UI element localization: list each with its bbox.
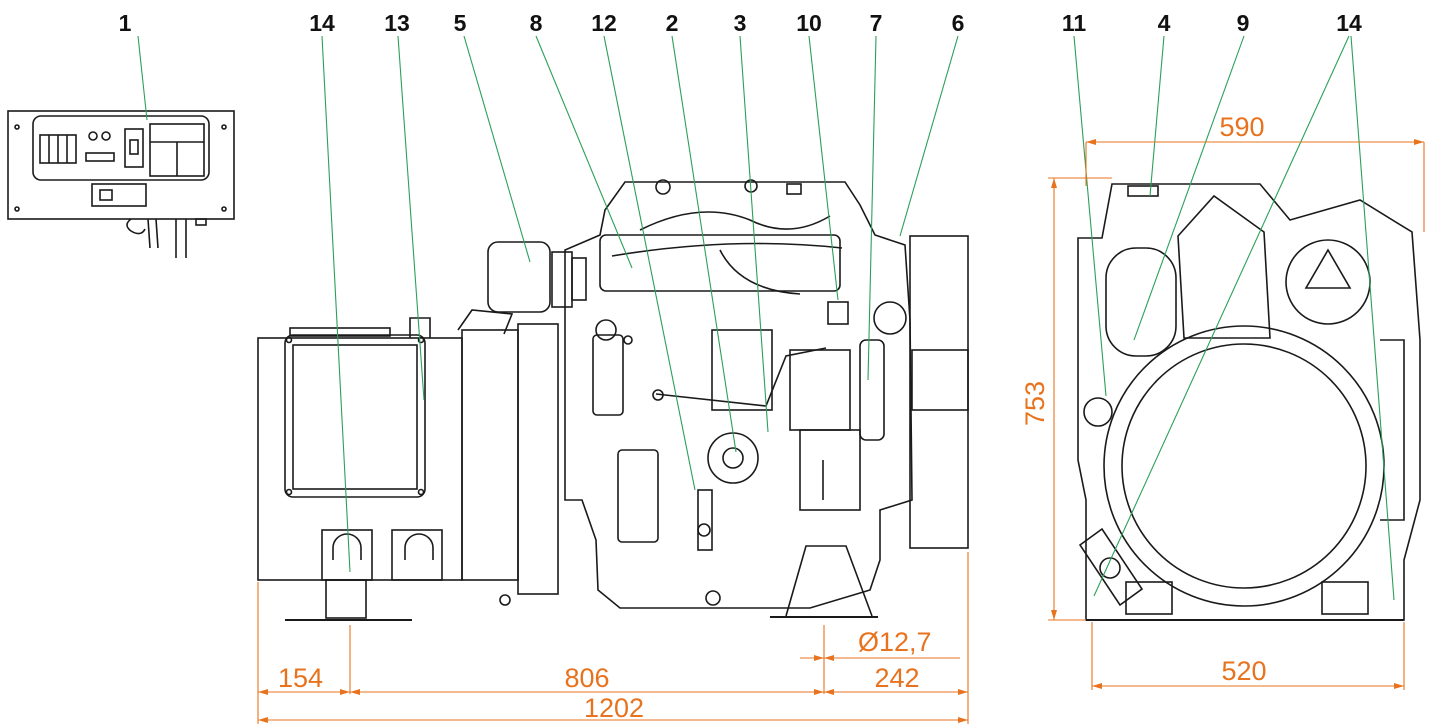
callout-7: 7 <box>869 10 883 36</box>
dimension-1202: 1202 <box>583 693 645 723</box>
dimension-806: 806 <box>564 663 610 693</box>
callout-9: 9 <box>1236 10 1250 36</box>
dimension-hole-diameter: Ø12,7 <box>858 627 932 657</box>
callout-14-left: 14 <box>309 10 335 36</box>
callout-6: 6 <box>951 10 965 36</box>
callout-5: 5 <box>453 10 467 36</box>
callout-3: 3 <box>733 10 747 36</box>
leader-lines <box>137 35 1395 601</box>
dimension-arrows <box>258 139 1424 723</box>
callout-13: 13 <box>384 10 410 36</box>
dimension-520: 520 <box>1221 656 1267 686</box>
callout-2: 2 <box>665 10 679 36</box>
alternator-side <box>257 309 559 621</box>
engine-side <box>487 179 969 618</box>
dimension-590: 590 <box>1219 112 1265 142</box>
dimension-154: 154 <box>278 663 324 693</box>
control-panel <box>7 110 235 258</box>
callout-11: 11 <box>1061 10 1087 36</box>
engine-front <box>1077 183 1421 621</box>
dimension-lines <box>257 141 1425 724</box>
dimension-242: 242 <box>874 663 920 693</box>
callout-8: 8 <box>529 10 543 36</box>
callout-10: 10 <box>796 10 822 36</box>
callout-4: 4 <box>1157 10 1171 36</box>
callout-1: 1 <box>118 10 132 36</box>
dimension-753: 753 <box>1020 380 1050 426</box>
callout-12: 12 <box>591 10 617 36</box>
callout-14-right: 14 <box>1336 10 1362 36</box>
